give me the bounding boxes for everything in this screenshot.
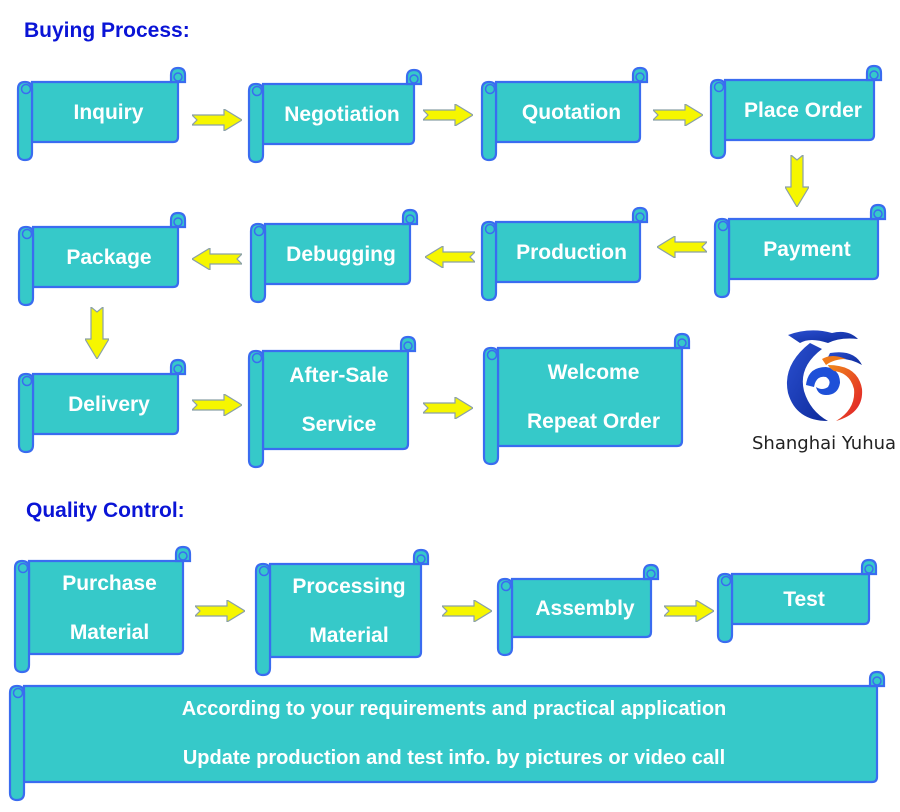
step-label: Inquiry [32,82,185,142]
scroll-shape [17,358,187,454]
scroll-shape [254,548,430,677]
step-label-line: Package [66,245,152,269]
step-label-line: Place Order [744,98,862,122]
scroll-shape [13,545,192,674]
scroll-shape [496,563,660,657]
step-label: Delivery [33,374,185,434]
step-payment: Payment [713,203,887,299]
info-banner: According to your requirements and pract… [8,670,886,802]
step-place-order: Place Order [709,64,883,160]
scroll-shape [480,66,649,162]
step-label-line: Update production and test info. by pict… [182,747,726,769]
scroll-shape [713,203,887,299]
step-package: Package [17,211,187,307]
scroll-shape [716,558,878,644]
step-label-line: Material [309,623,389,647]
arrow-right-icon [190,107,244,133]
company-logo [770,325,880,430]
arrow-right-icon [651,102,705,128]
step-label: According to your requirements and pract… [24,686,884,782]
arrow-right-icon [440,598,494,624]
step-label: Production [496,222,647,282]
step-label-line: Material [69,620,150,644]
step-label-line: Production [516,240,627,264]
company-name: Shanghai Yuhua [752,433,897,454]
step-label-line: Repeat Order [526,410,661,433]
step-test: Test [716,558,878,644]
step-label-line: Processing [292,574,406,598]
step-label: Payment [729,219,885,279]
scroll-shape [249,208,419,304]
step-label-line: Inquiry [73,100,144,124]
step-label-line: According to your requirements and pract… [181,698,727,720]
step-label-line: Negotiation [284,102,400,126]
arrow-left-icon [190,246,244,272]
step-quotation: Quotation [480,66,649,162]
step-assembly: Assembly [496,563,660,657]
dragon-logo-icon [786,330,863,421]
step-label-line: Purchase [62,571,157,595]
quality-control-heading: Quality Control: [26,499,185,522]
arrow-left-icon [423,244,477,270]
scroll-shape [709,64,883,160]
step-label-line: Delivery [68,392,150,416]
step-label-line: After-Sale [289,364,389,387]
step-delivery: Delivery [17,358,187,454]
arrow-left-icon [655,234,709,260]
step-label-line: Quotation [521,100,622,124]
step-label: Test [732,574,876,624]
arrow-right-icon [421,395,475,421]
scroll-shape [8,670,886,802]
scroll-shape [480,206,649,302]
arrow-right-icon [662,598,716,624]
arrow-down-icon [83,305,111,361]
arrow-right-icon [190,392,244,418]
step-label-line: Payment [763,237,851,261]
scroll-shape [17,211,187,307]
step-inquiry: Inquiry [16,66,187,162]
step-negotiation: Negotiation [247,68,423,164]
scroll-shape [16,66,187,162]
step-label-line: Debugging [286,242,396,266]
step-label: Assembly [512,579,658,637]
scroll-shape [482,332,691,466]
step-label: Negotiation [263,84,421,144]
step-label-line: Service [301,413,377,436]
step-debugging: Debugging [249,208,419,304]
step-label: Package [33,227,185,287]
buying-process-heading: Buying Process: [24,19,190,42]
step-label-line: Assembly [535,596,635,620]
step-label: Debugging [265,224,417,284]
step-label: Quotation [496,82,647,142]
arrow-right-icon [193,598,247,624]
scroll-shape [247,335,417,469]
arrow-down-icon [783,153,811,209]
step-label-line: Test [783,587,825,611]
arrow-right-icon [421,102,475,128]
step-production: Production [480,206,649,302]
step-label-line: Welcome [547,361,640,384]
step-label: Place Order [725,80,881,140]
scroll-shape [247,68,423,164]
